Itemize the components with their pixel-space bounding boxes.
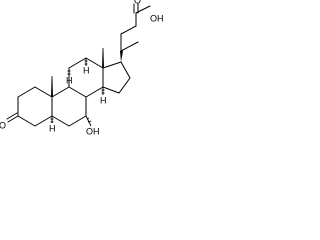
carboxylic-acid-label: OH [150,13,164,23]
c13-methyl-wedge [102,48,104,68]
hydroxyl-group: OH [85,115,100,136]
h8-label: H [83,65,90,75]
ring-c [68,57,104,98]
h8-hash-bond [84,58,88,66]
stereo-hydrogens: H H H H [49,58,107,133]
ketone-oxygen-label: O [0,120,6,130]
ring-a [17,86,53,127]
c10-methyl-wedge [51,76,53,97]
h9-label: H [66,75,73,85]
ring-d [102,61,131,94]
h9-hash-bond [67,68,71,76]
ketone-group: O [0,112,19,130]
ring-b [51,86,87,127]
c17-side-chain-wedge [120,51,123,62]
side-chain: O OH [120,0,164,62]
steroid-structure: O [0,0,164,136]
h5-label: H [49,123,56,133]
h5-hash-bond [50,116,54,123]
carbonyl-oxygen-label: O [134,0,141,5]
h14-hash-bond [101,87,105,95]
molecule-diagram: O [0,0,173,163]
h14-label: H [100,95,107,105]
c7-hash-bond [85,115,92,127]
hydroxyl-label: OH [86,126,100,136]
